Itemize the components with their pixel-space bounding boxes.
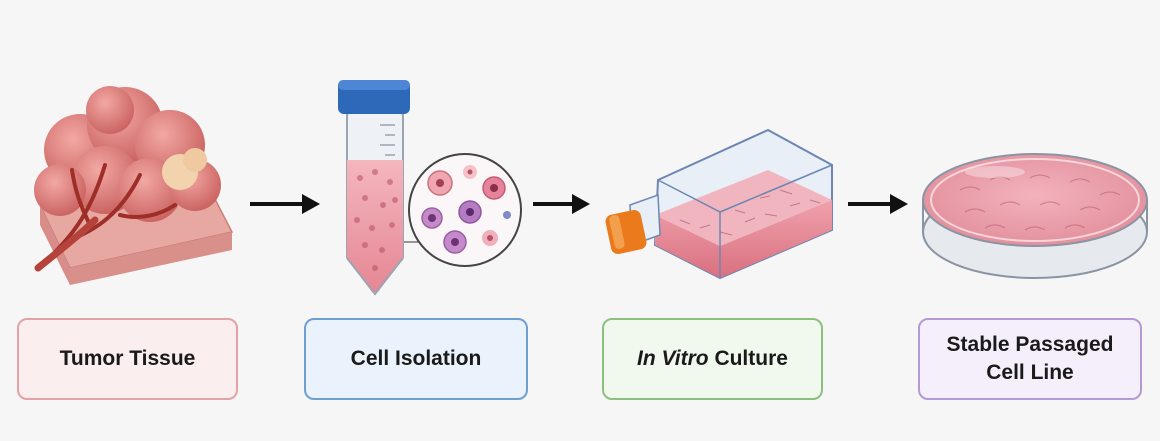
label-cell-isolation: Cell Isolation <box>304 318 528 400</box>
tumor-tissue-icon <box>34 86 234 285</box>
label-rest: Culture <box>708 347 788 370</box>
centrifuge-tube-icon <box>338 80 420 296</box>
label-tumor-tissue: Tumor Tissue <box>17 318 238 400</box>
label-italic: In Vitro <box>637 347 709 370</box>
label-line-2: Cell Line <box>986 361 1074 384</box>
arrow-right-icon <box>250 194 320 214</box>
magnified-cells-icon <box>408 153 522 267</box>
culture-flask-icon <box>605 128 833 280</box>
label-text: Cell Isolation <box>350 347 482 370</box>
illustrations <box>34 80 1148 296</box>
arrow-right-icon <box>533 194 590 214</box>
label-in-vitro-culture: In Vitro Culture <box>602 318 823 400</box>
petri-dish-icon <box>922 153 1148 279</box>
label-text: In Vitro Culture <box>637 345 788 373</box>
label-stable-cell-line: Stable Passaged Cell Line <box>918 318 1142 400</box>
label-text: Stable Passaged Cell Line <box>947 331 1114 387</box>
label-line-1: Stable Passaged <box>946 333 1114 356</box>
label-text: Tumor Tissue <box>59 347 196 370</box>
arrow-right-icon <box>848 194 908 214</box>
